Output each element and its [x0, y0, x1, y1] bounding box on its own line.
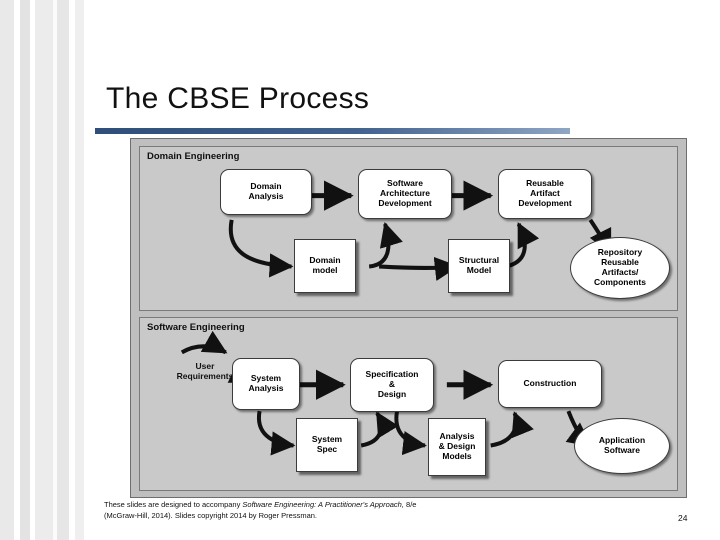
label-user-requirements: User Requirements	[176, 361, 234, 381]
decor-stripe	[35, 0, 53, 540]
panel-label-domain-engineering: Domain Engineering	[147, 151, 240, 162]
slide-footer: These slides are designed to accompany S…	[104, 500, 624, 522]
box-label: Reusable Artifact Development	[518, 178, 572, 208]
box-label: Domain Analysis	[248, 181, 284, 201]
box-label: Application Software	[598, 435, 646, 455]
footer-text-pre: These slides are designed to accompany	[104, 500, 243, 509]
box-label: Software Architecture Development	[378, 178, 432, 208]
box-label: Domain model	[309, 255, 341, 275]
cbse-process-diagram: Domain Engineering Domain Analysis Softw…	[130, 138, 687, 498]
box-repository-reusable-artifacts: Repository Reusable Artifacts/ Component…	[570, 237, 670, 299]
box-label: System Analysis	[248, 373, 284, 393]
box-label: Specification & Design	[365, 369, 419, 399]
panel-label-software-engineering: Software Engineering	[147, 322, 245, 333]
box-software-architecture-development: Software Architecture Development	[358, 169, 452, 219]
box-structural-model: Structural Model	[448, 239, 510, 293]
decor-stripe	[0, 0, 14, 540]
page-title: The CBSE Process	[106, 82, 370, 115]
box-label: Analysis & Design Models	[438, 431, 476, 461]
box-label: System Spec	[311, 434, 343, 454]
decor-stripe	[20, 0, 30, 540]
decor-stripe	[14, 0, 20, 540]
box-label: Repository Reusable Artifacts/ Component…	[594, 247, 646, 287]
box-label: Structural Model	[458, 255, 500, 275]
panel-software-engineering: Software Engineering User Requirements S…	[139, 317, 678, 491]
box-domain-model: Domain model	[294, 239, 356, 293]
box-specification-and-design: Specification & Design	[350, 358, 434, 412]
box-label: Construction	[523, 378, 577, 389]
footer-text-line2: (McGraw-Hill, 2014). Slides copyright 20…	[104, 510, 317, 520]
decor-stripe	[53, 0, 57, 540]
decor-stripe	[69, 0, 75, 540]
box-analysis-and-design-models: Analysis & Design Models	[428, 416, 490, 476]
box-reusable-artifact-development: Reusable Artifact Development	[498, 169, 592, 219]
decor-stripe	[57, 0, 69, 540]
box-application-software: Application Software	[574, 418, 670, 474]
slide-page-number: 24	[678, 513, 688, 523]
footer-text-post: 8/e	[403, 500, 417, 509]
box-system-analysis: System Analysis	[232, 358, 300, 410]
decor-stripe	[30, 0, 35, 540]
box-construction: Construction	[498, 360, 602, 408]
title-underline-rule	[95, 128, 570, 134]
box-domain-analysis: Domain Analysis	[220, 169, 312, 215]
decor-stripe	[75, 0, 84, 540]
footer-text-italic: Software Engineering: A Practitioner's A…	[242, 500, 404, 509]
box-system-spec: System Spec	[296, 418, 358, 472]
panel-domain-engineering: Domain Engineering Domain Analysis Softw…	[139, 146, 678, 311]
